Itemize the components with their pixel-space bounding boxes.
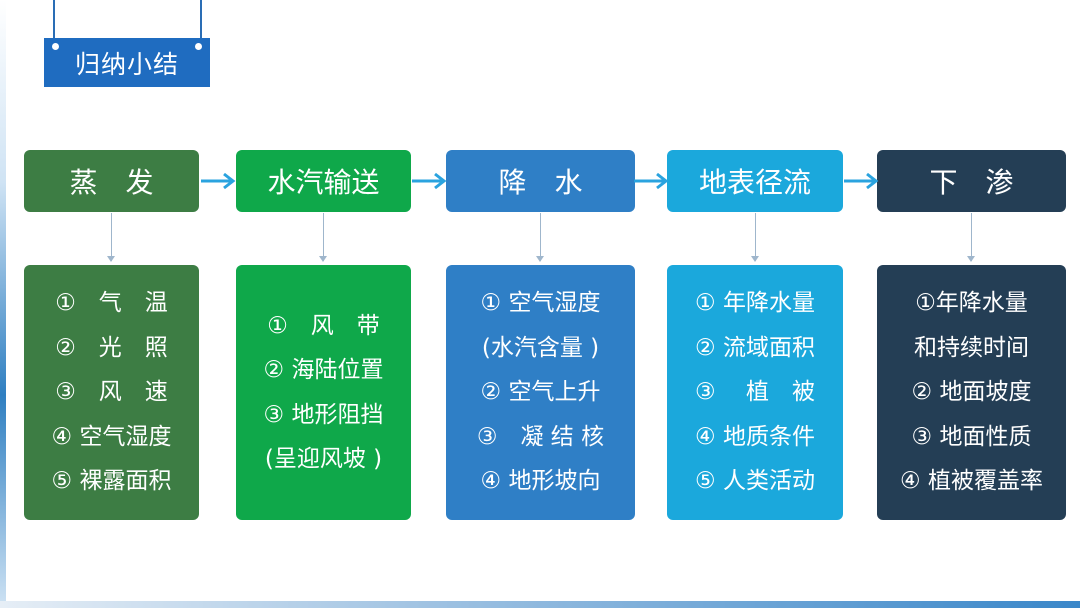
stage-box-precipitation: 降 水 [446, 150, 635, 212]
factor-item: ① 空气湿度 [480, 290, 601, 317]
factor-box-surface-runoff: ① 年降水量 ② 流域面积 ③ 植 被 ④ 地质条件 ⑤ 人类活动 [667, 265, 843, 520]
title-pin-right [195, 43, 202, 50]
stage-box-infiltration: 下 渗 [877, 150, 1066, 212]
factor-item: ① 气 温 [55, 290, 168, 317]
stage-label: 水汽输送 [267, 166, 380, 199]
stage-box-evaporation: 蒸 发 [24, 150, 199, 212]
factor-item: ② 光 照 [55, 334, 168, 361]
factor-item: ① 风 带 [267, 312, 380, 339]
section-title-box: 归纳小结 [44, 38, 210, 87]
factor-item: ③ 地形阻挡 [263, 401, 384, 428]
factor-item: ② 空气上升 [480, 379, 601, 406]
factor-item: ④ 空气湿度 [51, 423, 172, 450]
stage-box-surface-runoff: 地表径流 [667, 150, 843, 212]
factor-item: (呈迎风坡 ) [264, 446, 383, 472]
factor-box-precipitation: ① 空气湿度 (水汽含量 ) ② 空气上升 ③ 凝 结 核 ④ 地形坡向 [446, 265, 635, 520]
title-hanger-right [200, 0, 202, 38]
stage-label: 蒸 发 [69, 166, 154, 199]
factor-item: ③ 植 被 [695, 379, 815, 406]
factor-item: ④ 地形坡向 [480, 468, 601, 495]
title-hanger-left [53, 0, 55, 38]
factor-item: 和持续时间 [914, 334, 1029, 361]
factor-box-evaporation: ① 气 温 ② 光 照 ③ 风 速 ④ 空气湿度 ⑤ 裸露面积 [24, 265, 199, 520]
title-pin-left [52, 43, 59, 50]
factor-item: ③ 凝 结 核 [476, 423, 605, 450]
factor-item: ② 地面坡度 [911, 379, 1032, 406]
factor-item: ③ 风 速 [55, 379, 168, 406]
flow-arrow-icon [201, 172, 236, 190]
flow-arrow-icon [634, 172, 669, 190]
bottom-accent-bar [0, 601, 1080, 608]
factor-box-vapor-transport: ① 风 带 ② 海陆位置 ③ 地形阻挡 (呈迎风坡 ) [236, 265, 411, 520]
factor-item: ② 流域面积 [695, 334, 815, 361]
stage-label: 下 渗 [929, 166, 1014, 199]
stage-label: 地表径流 [698, 166, 811, 199]
left-accent-strip [0, 0, 6, 608]
factor-item: ⑤ 人类活动 [695, 468, 815, 495]
factor-item: ③ 地面性质 [911, 423, 1032, 450]
factor-item: ⑤ 裸露面积 [51, 468, 172, 495]
down-connector [319, 213, 327, 262]
factor-item: ② 海陆位置 [263, 357, 384, 383]
factor-item: ④ 地质条件 [695, 423, 815, 450]
down-connector [967, 213, 975, 262]
stage-box-vapor-transport: 水汽输送 [236, 150, 411, 212]
factor-box-infiltration: ①年降水量 和持续时间 ② 地面坡度 ③ 地面性质 ④ 植被覆盖率 [877, 265, 1066, 520]
down-connector [107, 213, 115, 262]
stage-label: 降 水 [498, 166, 583, 199]
down-connector [751, 213, 759, 262]
factor-item: ① 年降水量 [695, 290, 815, 317]
down-connector [536, 213, 544, 262]
flow-arrow-icon [844, 172, 879, 190]
flow-arrow-icon [412, 172, 447, 190]
factor-item: (水汽含量 ) [481, 334, 600, 361]
section-title: 归纳小结 [74, 49, 179, 79]
factor-item: ①年降水量 [915, 290, 1028, 317]
factor-item: ④ 植被覆盖率 [900, 468, 1043, 495]
